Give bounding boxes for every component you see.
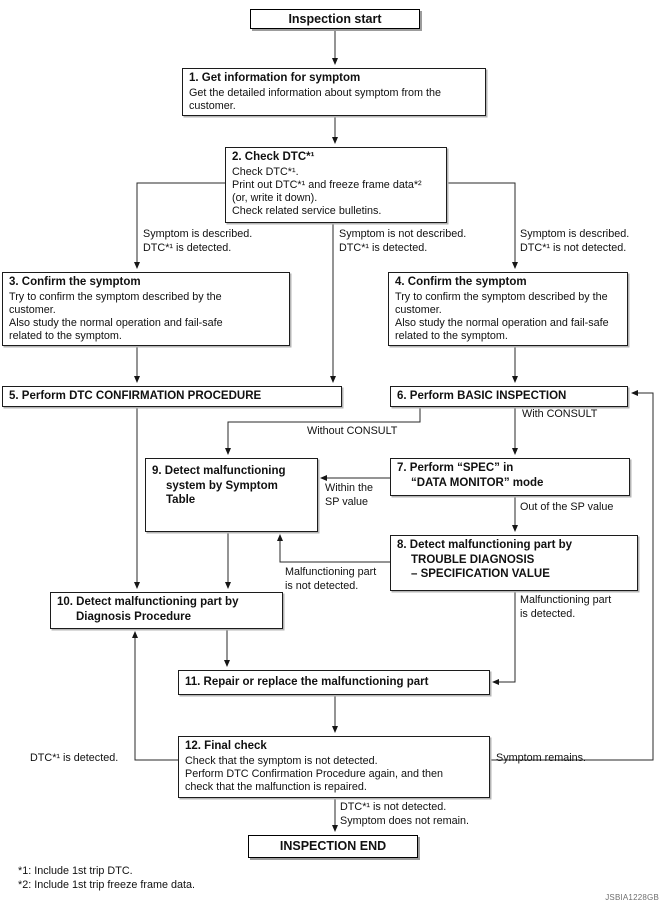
step-4-body: Try to confirm the symptom described by …	[395, 290, 609, 343]
step-12-body: Check that the symptom is not detected. …	[185, 754, 444, 794]
end-terminal-label: INSPECTION END	[279, 839, 387, 853]
step-1-box: 1. Get information for symptom Get the d…	[182, 68, 486, 116]
step-6-title: 6. Perform BASIC INSPECTION	[397, 390, 567, 402]
step-3-box: 3. Confirm the symptom Try to confirm th…	[2, 272, 290, 346]
step-8-box: 8. Detect malfunctioning part by TROUBLE…	[390, 535, 638, 591]
step-9-title: 9. Detect malfunctioning system by Sympt…	[152, 465, 286, 507]
step-2-body: Check DTC*¹. Print out DTC*¹ and freeze …	[232, 165, 422, 218]
step-5-title: 5. Perform DTC CONFIRMATION PROCEDURE	[9, 390, 262, 402]
edge-step2-to-step3	[134, 182, 225, 269]
step-10-title: 10. Detect malfunctioning part by Diagno…	[57, 596, 239, 623]
step-4-title: 4. Confirm the symptom	[395, 276, 527, 288]
end-terminal: INSPECTION END	[248, 835, 418, 858]
step-7-box: 7. Perform “SPEC” in “DATA MONITOR” mode	[390, 458, 630, 496]
label-without-consult: Without CONSULT	[307, 425, 398, 437]
step-2-title: 2. Check DTC*¹	[232, 151, 315, 163]
edge-step8-to-step11-detected	[492, 591, 516, 685]
label-dtc-detected: DTC*¹ is detected.	[30, 752, 119, 764]
label-dtc-not-detected-no-symptom: DTC*¹ is not detected. Symptom does not …	[340, 801, 470, 828]
figure-id: JSBIA1228GB	[605, 893, 659, 902]
step-11-title: 11. Repair or replace the malfunctioning…	[185, 676, 429, 688]
edge-step2-to-step4	[447, 182, 518, 269]
edge-step12-to-step6-feedback	[490, 390, 654, 761]
label-with-consult: With CONSULT	[522, 408, 598, 420]
label-part-not-detected: Malfunctioning part is not detected.	[285, 566, 377, 593]
step-3-title: 3. Confirm the symptom	[9, 276, 141, 288]
step-5-box: 5. Perform DTC CONFIRMATION PROCEDURE	[2, 386, 342, 407]
label-symptom-not-described-dtc-detected: Symptom is not described. DTC*¹ is detec…	[339, 228, 467, 255]
step-6-box: 6. Perform BASIC INSPECTION	[390, 386, 628, 407]
footnote-1: *1: Include 1st trip DTC.	[18, 865, 133, 877]
label-out-of-sp-value: Out of the SP value	[520, 501, 614, 513]
label-part-detected: Malfunctioning part is detected.	[520, 594, 612, 621]
step-3-body: Try to confirm the symptom described by …	[9, 290, 223, 343]
edge-step12-to-step10-feedback	[132, 631, 178, 761]
label-symptom-described-dtc-detected: Symptom is described. DTC*¹ is detected.	[143, 228, 253, 255]
step-12-box: 12. Final check Check that the symptom i…	[178, 736, 490, 798]
step-1-body: Get the detailed information about sympt…	[189, 86, 442, 112]
label-within-sp-value: Within the SP value	[325, 482, 374, 509]
label-symptom-described-dtc-not-detected: Symptom is described. DTC*¹ is not detec…	[520, 228, 630, 255]
step-7-title: 7. Perform “SPEC” in “DATA MONITOR” mode	[397, 462, 544, 489]
step-9-box: 9. Detect malfunctioning system by Sympt…	[145, 458, 318, 532]
start-terminal: Inspection start	[250, 9, 420, 29]
step-2-box: 2. Check DTC*¹ Check DTC*¹. Print out DT…	[225, 147, 447, 223]
step-1-title: 1. Get information for symptom	[189, 72, 361, 84]
step-4-box: 4. Confirm the symptom Try to confirm th…	[388, 272, 628, 346]
edge-step8-to-step9-not-detected	[277, 534, 390, 563]
footnote-2: *2: Include 1st trip freeze frame data.	[18, 879, 196, 891]
start-terminal-label: Inspection start	[288, 11, 382, 26]
step-11-box: 11. Repair or replace the malfunctioning…	[178, 670, 490, 695]
edge-step6-to-step9-without-consult	[225, 407, 421, 455]
step-8-title: 8. Detect malfunctioning part by TROUBLE…	[397, 539, 573, 581]
step-10-box: 10. Detect malfunctioning part by Diagno…	[50, 592, 283, 629]
step-12-title: 12. Final check	[185, 740, 267, 752]
label-symptom-remains: Symptom remains.	[496, 752, 586, 764]
